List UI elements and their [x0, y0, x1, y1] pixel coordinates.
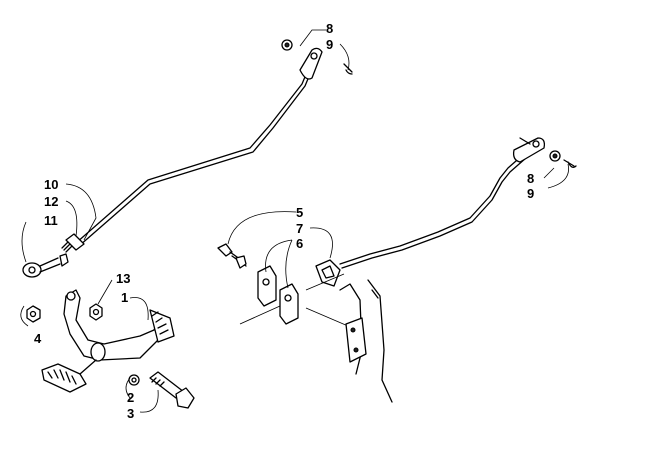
leader-12	[65, 200, 78, 237]
leader-8-right	[543, 167, 555, 179]
shift-lever	[41, 289, 175, 393]
bracket-6	[279, 283, 299, 325]
rod-end-top	[299, 47, 323, 80]
leader-3	[139, 389, 159, 413]
washer-2	[128, 374, 140, 386]
axis-line	[239, 273, 349, 327]
callout-10: 10	[44, 177, 58, 192]
leader-4	[20, 305, 29, 327]
pivot-plate	[315, 259, 341, 287]
washer-top	[281, 39, 293, 51]
callout-4: 4	[34, 331, 42, 346]
ball-joint	[22, 253, 69, 278]
leader-1	[129, 297, 149, 321]
callout-13: 13	[116, 271, 130, 286]
leader-9-right	[547, 163, 569, 189]
callout-5: 5	[296, 205, 303, 220]
leader-10	[65, 183, 97, 241]
leader-9-top	[339, 43, 350, 71]
cotter-pin-top	[343, 63, 353, 75]
leader-6	[265, 239, 293, 289]
callout-12: 12	[44, 194, 58, 209]
callout-7: 7	[296, 221, 303, 236]
cotter-pin-right	[563, 159, 577, 168]
leader-7	[309, 227, 333, 259]
rod-end-right	[512, 137, 546, 163]
callout-9-top: 9	[326, 37, 333, 52]
callout-8-right: 8	[527, 171, 534, 186]
shift-rod-left	[75, 59, 316, 247]
bracket-7	[257, 265, 277, 307]
callout-11: 11	[44, 213, 58, 228]
leader-11	[21, 221, 27, 263]
callout-8-top: 8	[326, 21, 333, 36]
shift-rod-right	[339, 153, 527, 269]
callout-6: 6	[296, 236, 303, 251]
leader-2	[125, 377, 131, 399]
nut-13	[89, 303, 103, 321]
threaded-rod-end	[61, 233, 85, 253]
leader-13	[97, 279, 113, 305]
frame-section	[339, 279, 393, 403]
callout-9-right: 9	[527, 186, 534, 201]
pivot-bolt-5	[217, 243, 247, 269]
nut-4	[26, 305, 41, 323]
leader-8-top	[299, 29, 326, 47]
shoulder-bolt-3	[149, 371, 195, 409]
callout-2: 2	[127, 390, 134, 405]
leader-5	[227, 211, 297, 245]
washer-right	[549, 150, 561, 162]
callout-1: 1	[121, 290, 128, 305]
callout-3: 3	[127, 406, 134, 421]
